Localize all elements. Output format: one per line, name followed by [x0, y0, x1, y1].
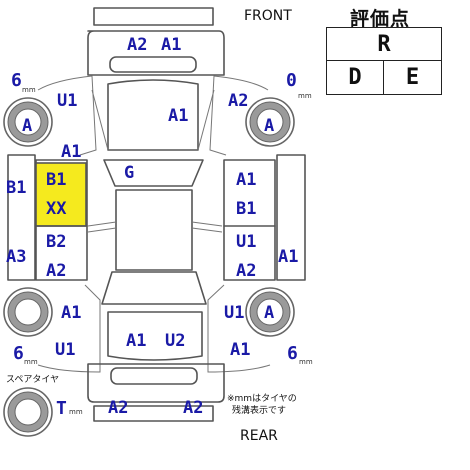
code-rear-bumper-2: A2 [183, 398, 203, 418]
right-fender-front [209, 75, 269, 156]
left-front-pillar-line [91, 89, 109, 151]
code-left-front-door-2: XX [46, 199, 67, 219]
spare-tire-depth: T [56, 398, 67, 419]
front-bumper-lower [87, 30, 225, 76]
code-left-rear-door-1: B2 [46, 232, 66, 252]
rear-right-unit: mm [299, 358, 313, 366]
spare-tire-label: スペアタイヤ [6, 374, 59, 385]
code-right-rear-door-2: A2 [236, 261, 256, 281]
code-rear-right-fender: A1 [230, 340, 250, 360]
rear-window-outline [101, 271, 207, 305]
tire-note-line1: ※mmはタイヤの [227, 393, 297, 404]
code-front-left-fender: U1 [57, 91, 77, 111]
front-right-tire [245, 97, 295, 147]
rear-label: REAR [240, 428, 278, 444]
trunk-outline [107, 311, 203, 361]
evaluation-exterior-score: D [327, 61, 384, 94]
code-right-front-door-1: A1 [236, 170, 256, 190]
code-front-left-wheel: A [22, 116, 32, 136]
code-right-rear-pillar: U1 [224, 303, 244, 323]
spare-unit: mm [69, 408, 83, 416]
code-right-rear-door-1: U1 [236, 232, 256, 252]
code-left-sill-front: B1 [6, 178, 26, 198]
left-side-panel [7, 154, 36, 281]
rear-bumper-lower [93, 405, 214, 422]
code-hood: A1 [168, 106, 188, 126]
left-center-lines [87, 221, 117, 233]
front-left-unit: mm [22, 86, 36, 94]
front-bumper-outline [93, 7, 214, 26]
code-left-front-door-1: B1 [46, 170, 66, 190]
left-fender-rear [37, 284, 101, 373]
windshield-outline [103, 159, 204, 187]
front-label: FRONT [244, 8, 292, 24]
tire-note-line2: 残溝表示です [232, 404, 286, 416]
code-trunk-1: A1 [126, 331, 146, 351]
right-fender-rear [207, 284, 271, 373]
code-right-sill: A1 [278, 247, 298, 267]
right-door-frame [223, 159, 276, 281]
code-left-rear-door-2: A2 [46, 261, 66, 281]
rear-left-unit: mm [24, 358, 38, 366]
front-right-tire-depth: 0 [286, 70, 297, 91]
rear-left-tire-depth: 6 [13, 343, 24, 364]
code-left-sill-rear: A3 [6, 247, 26, 267]
code-right-rear-wheel: A [264, 303, 274, 323]
code-windshield: G [124, 163, 134, 183]
front-left-tire [3, 97, 53, 147]
left-fender-front [37, 75, 97, 156]
rear-bumper-upper [87, 363, 225, 403]
rear-right-tire [245, 287, 295, 337]
evaluation-interior-score: E [405, 65, 420, 90]
right-center-lines [191, 221, 223, 233]
evaluation-overall-score: R [327, 28, 441, 61]
evaluation-title: 評価点 [350, 8, 411, 30]
code-front-bumper-1: A2 [127, 35, 147, 55]
code-trunk-2: U2 [165, 331, 185, 351]
rear-left-tire [3, 287, 53, 337]
code-rear-bumper-1: A2 [108, 398, 128, 418]
code-right-front-door-2: B1 [236, 199, 256, 219]
code-front-right-fender: A2 [228, 91, 248, 111]
right-side-panel [276, 154, 306, 281]
right-front-pillar-line [197, 89, 215, 151]
evaluation-box: R D E [326, 27, 442, 95]
code-left-front-pillar: A1 [61, 142, 81, 162]
code-left-rear-pillar: A1 [61, 303, 81, 323]
hood-outline [107, 79, 199, 151]
front-grille [109, 56, 197, 73]
front-left-tire-depth: 6 [11, 70, 22, 91]
spare-tire [3, 387, 53, 437]
rear-lights [110, 367, 198, 385]
rear-right-tire-depth: 6 [287, 343, 298, 364]
roof-outline [115, 189, 193, 271]
code-rear-left-fender: U1 [55, 340, 75, 360]
front-right-unit: mm [298, 92, 312, 100]
code-front-right-wheel: A [264, 116, 274, 136]
code-front-bumper-2: A1 [161, 35, 181, 55]
